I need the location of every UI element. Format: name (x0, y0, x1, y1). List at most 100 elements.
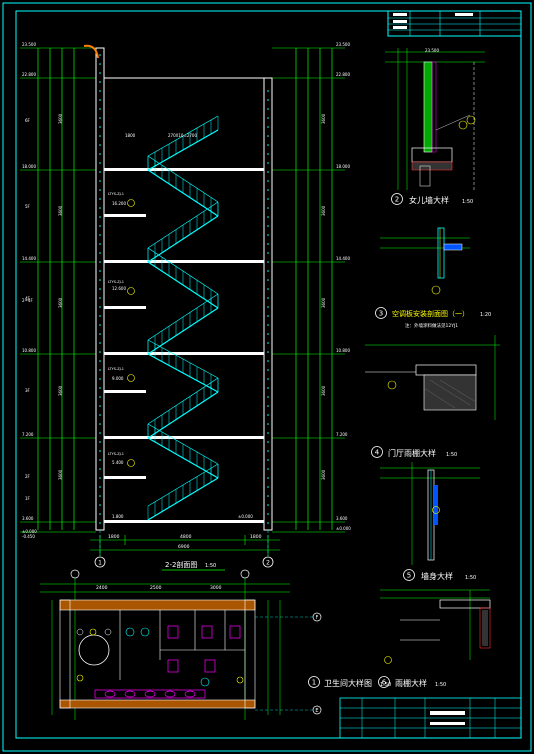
hatch-dot (99, 522, 101, 524)
left-dim-text: 3600 (58, 385, 63, 396)
detail2-title: 女儿墙大样 (409, 195, 449, 205)
hatch-dot (99, 459, 101, 461)
hatch-dot (267, 198, 269, 200)
hatch-dot (99, 216, 101, 218)
hatch-dot (267, 153, 269, 155)
hatch-dot (99, 405, 101, 407)
hatch-dot (99, 477, 101, 479)
axis-left-bubble: 1 (94, 530, 106, 568)
right-dimension-lines (295, 48, 333, 530)
hatch-dot (99, 225, 101, 227)
hatch-dot (267, 126, 269, 128)
hatch-dot (99, 81, 101, 83)
hatch-dot (99, 351, 101, 353)
hatch-dot (267, 522, 269, 524)
hatch-dot (99, 135, 101, 137)
detail5-number: 5 (407, 572, 411, 580)
detail3-number: 3 (379, 310, 383, 318)
floor-label: 3F (25, 388, 31, 393)
landing-elevation: 1.800 (112, 514, 124, 519)
section-title: 2-2剖面图 (165, 560, 197, 569)
hatch-dot (267, 396, 269, 398)
landing-slab (104, 306, 146, 309)
detail-ac-board: 3 空调板安装剖面图（一） 1:20 注：外墙涂料做法见12YJ1 (375, 227, 491, 329)
hatch-dot (267, 216, 269, 218)
hatch-dot (99, 63, 101, 65)
hatch-dot (267, 333, 269, 335)
hatch-dot (267, 279, 269, 281)
elevation-label-right: 7.200 (336, 432, 348, 437)
hatch-dot (99, 243, 101, 245)
stair-tag: LTYS-ZJ-1 (108, 367, 124, 371)
hatch-dot (99, 234, 101, 236)
hatch-dot (99, 495, 101, 497)
stair-tag-bubble (127, 459, 135, 467)
hatch-dot (99, 324, 101, 326)
hatch-dot (267, 441, 269, 443)
elevation-label-right: 23.500 (336, 42, 350, 47)
floor-label: 5F (25, 204, 31, 209)
landing-elevation: 5.400 (112, 460, 124, 465)
hatch-dot (99, 207, 101, 209)
hatch-dot (267, 504, 269, 506)
detail1-title: 卫生间大样图 (324, 678, 372, 688)
floor-label: 6F (25, 118, 31, 123)
hatch-dot (99, 99, 101, 101)
detail5-title: 墙身大样 (421, 571, 453, 581)
right-dim-text: 3600 (321, 469, 326, 480)
hatch-dot (99, 414, 101, 416)
bottom-dim-3: 1800 (250, 534, 262, 540)
detail3-title: 空调板安装剖面图（一） (392, 309, 469, 318)
hatch-dot (267, 351, 269, 353)
hatch-dot (267, 477, 269, 479)
hatch-dot (99, 513, 101, 515)
svg-text:1: 1 (98, 560, 102, 567)
left-dim-text: 3600 (58, 297, 63, 308)
hatch-dot (99, 450, 101, 452)
detail6-bubble (378, 676, 390, 688)
hatch-dot (267, 495, 269, 497)
elevation-label-left: ±0.000 (22, 529, 37, 534)
detail-entrance-canopy: 4 门厅雨棚大样 1:50 (365, 335, 500, 458)
right-dim-text: 3600 (321, 297, 326, 308)
hatch-dot (99, 288, 101, 290)
elevation-label-right: 10.800 (336, 348, 350, 353)
floor-slab (104, 352, 264, 355)
hatch-dot (99, 396, 101, 398)
bathroom-axis-f: F (316, 615, 319, 621)
hatch-dot (267, 261, 269, 263)
hatch-dot (267, 144, 269, 146)
hatch-dot (267, 306, 269, 308)
hatch-dot (267, 270, 269, 272)
total-dim: 6900 (178, 544, 190, 550)
stair-tag: LTYS-ZJ-1 (108, 192, 124, 196)
detail4-scale: 1:50 (446, 452, 457, 458)
hatch-dot (99, 432, 101, 434)
floor-label: 2F (25, 474, 31, 479)
elevation-label-right: 3.600 (336, 516, 348, 521)
landing-elevation: 9.000 (112, 376, 124, 381)
detail5-bubble (403, 569, 415, 581)
detail1-scale: 1:50 (380, 682, 391, 688)
hatch-dot (267, 405, 269, 407)
top-dim-stair: 270X10=2700 (168, 133, 197, 138)
stair-flight (147, 155, 219, 217)
hatch-dot (99, 126, 101, 128)
stair-flight (147, 201, 219, 263)
hatch-dot (267, 162, 269, 164)
hatch-dot (99, 270, 101, 272)
hatch-dot (99, 180, 101, 182)
hatch-dot (267, 378, 269, 380)
hatch-dot (99, 72, 101, 74)
hatch-dot (267, 342, 269, 344)
hatch-dot (99, 162, 101, 164)
hatch-dot (99, 360, 101, 362)
detail-parapet: 23.500 2 女儿墙大样 1:50 (385, 48, 485, 205)
hatch-dot (267, 108, 269, 110)
hatch-dot (99, 261, 101, 263)
hatch-dot (267, 99, 269, 101)
hatch-dot (267, 387, 269, 389)
hatch-dot (99, 378, 101, 380)
